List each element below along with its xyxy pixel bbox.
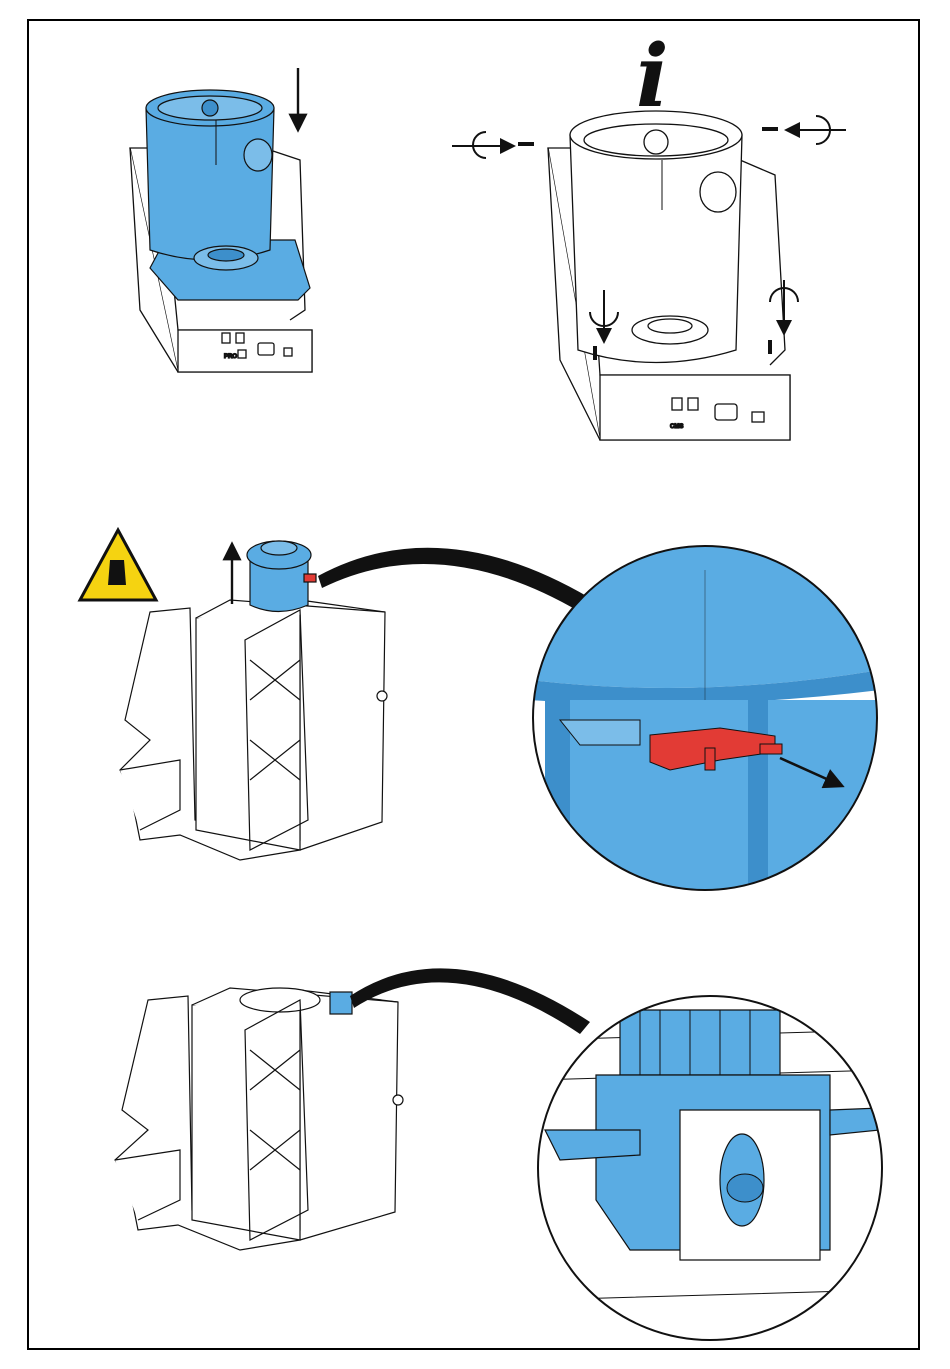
step3-detail-zoom — [530, 545, 880, 895]
step4-detail-zoom — [535, 995, 885, 1345]
indicator-icon — [284, 348, 292, 356]
zoom-link — [318, 548, 590, 612]
step3-motor — [247, 541, 316, 612]
step2-machine: CMS — [548, 111, 790, 440]
switch-icon — [688, 398, 698, 410]
screw-icon — [593, 346, 597, 360]
rating-label: CMS — [670, 424, 683, 430]
switch-icon — [222, 333, 230, 343]
indicator-icon — [752, 412, 764, 422]
screw-icon — [762, 127, 778, 131]
switch-icon — [236, 333, 244, 343]
socket-icon — [715, 404, 737, 420]
step4-chassis — [115, 988, 403, 1250]
step3-chassis — [120, 600, 387, 860]
warning-triangle-icon — [80, 530, 156, 600]
screw-icon — [768, 340, 772, 354]
screw-icon — [518, 142, 534, 146]
rating-label: PRO — [224, 354, 237, 360]
connector-icon — [330, 992, 352, 1014]
switch-icon — [672, 398, 682, 410]
socket-icon — [258, 343, 274, 355]
connector-icon — [304, 574, 316, 582]
